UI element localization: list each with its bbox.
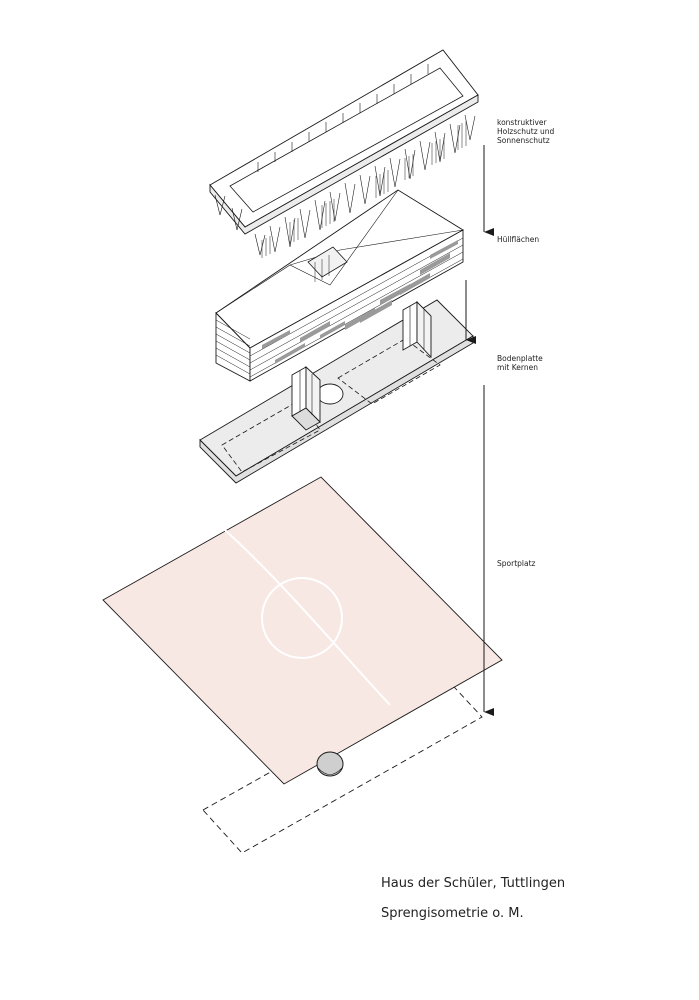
slab-opening <box>316 383 344 405</box>
label-bodenplatte: Bodenplatte mit Kernen <box>497 354 543 372</box>
label-holzschutz-line-1: konstruktiver <box>497 118 547 127</box>
drawing-title: Haus der Schüler, Tuttlingen <box>381 876 566 891</box>
field-center-circle <box>261 577 343 659</box>
label-bodenplatte-line-1: Bodenplatte <box>497 354 543 363</box>
facade-panels <box>262 240 458 364</box>
explosion-arrows <box>465 145 494 716</box>
lamellae-hatching <box>261 121 467 258</box>
sports-field-layer <box>102 476 503 854</box>
canopy-layer <box>209 49 479 258</box>
field-center-line <box>224 529 391 706</box>
label-huellflaechen: Hüllflächen <box>497 235 540 244</box>
floor-slab-layer <box>199 299 474 484</box>
drawing-subtitle: Sprengisometrie o. M. <box>381 906 524 921</box>
label-holzschutz-line-3: Sonnenschutz <box>497 136 550 145</box>
ball-icon <box>316 751 344 777</box>
building-envelope-layer <box>215 189 464 382</box>
label-sportplatz: Sportplatz <box>497 559 536 568</box>
label-holzschutz: konstruktiver Holzschutz und Sonnenschut… <box>497 118 554 145</box>
sports-field-surface <box>102 476 503 785</box>
label-holzschutz-line-2: Holzschutz und <box>497 127 555 136</box>
label-bodenplatte-line-2: mit Kernen <box>497 363 538 372</box>
